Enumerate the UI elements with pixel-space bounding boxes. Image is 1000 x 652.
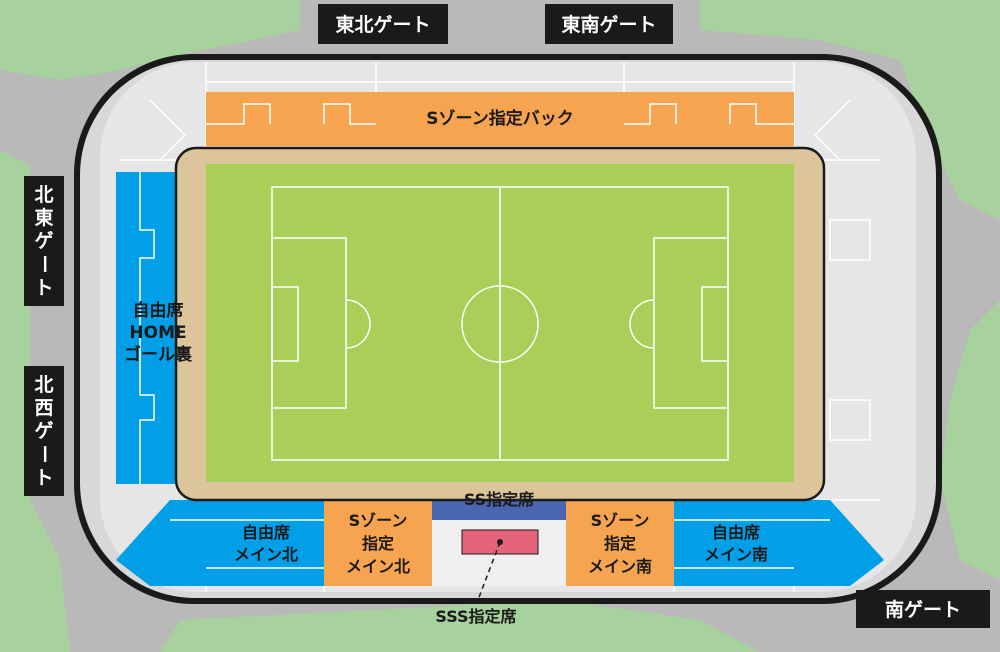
gate-northeast-top-label: 東北ゲート [335, 13, 430, 36]
svg-text:北: 北 [34, 374, 53, 396]
greenery-bottom [160, 600, 760, 652]
back-stand[interactable] [206, 92, 794, 146]
main-north-corner-block[interactable] [116, 500, 206, 586]
svg-text:ゲ: ゲ [34, 230, 53, 252]
ss-block[interactable] [432, 500, 566, 520]
s-zone-main-south-label-2: 指定 [604, 534, 636, 553]
gate-north-west-left-label: 北 西 ゲ ー ト [33, 374, 55, 489]
back-stand-block[interactable] [206, 92, 794, 146]
home-goal-label-2: HOME [129, 323, 186, 343]
gate-southeast-top-label: 東南ゲート [561, 13, 656, 36]
sss-leader-dot [497, 539, 503, 545]
main-north-free-label-2: メイン北 [234, 545, 298, 564]
gates: 東北ゲート 東南ゲート 北 東 ゲ ー ト 北 西 ゲ ー ト 南ゲート [24, 4, 990, 628]
main-north-free-block[interactable] [206, 500, 324, 586]
s-zone-main-south-label-1: Sゾーン [591, 511, 650, 530]
greenery-left [0, 150, 70, 652]
sss-leader-line [477, 541, 501, 601]
gate-north-east-left-box[interactable] [24, 176, 64, 306]
sss-label: SSS指定席 [435, 607, 516, 626]
home-goal-label-1: 自由席 [133, 300, 184, 321]
svg-text:ー: ー [33, 254, 55, 273]
main-south-free-label-1: 自由席 [712, 523, 760, 542]
s-zone-main-north-label-2: 指定 [362, 534, 394, 553]
home-goal-label-3: ゴール裏 [124, 344, 193, 365]
svg-text:東: 東 [34, 206, 53, 229]
back-stand-pattern [206, 103, 794, 125]
svg-text:ト: ト [34, 467, 53, 489]
ss-label: SS指定席 [464, 490, 534, 509]
svg-text:西: 西 [34, 397, 53, 419]
home-goal-stand[interactable] [116, 172, 176, 484]
svg-text:ー: ー [33, 444, 55, 463]
s-zone-main-south-block[interactable] [566, 500, 674, 586]
main-south-free-label-2: メイン南 [704, 545, 768, 564]
gate-north-west-left-box[interactable] [24, 366, 64, 496]
gate-southeast-top-box[interactable] [545, 4, 673, 44]
s-zone-main-north-block[interactable] [324, 500, 432, 586]
section-labels: Sゾーン指定バック 自由席 HOME ゴール裏 自由席 メイン北 Sゾーン 指定… [124, 108, 768, 626]
greenery-top-right [700, 0, 1000, 220]
gate-north-east-left-label: 北 東 ゲ ー ト [33, 184, 55, 299]
main-north-free-label-1: 自由席 [242, 523, 290, 542]
main-south-corner-block[interactable] [794, 500, 884, 586]
gate-south-label: 南ゲート [885, 599, 961, 621]
gate-south-box[interactable] [856, 590, 990, 628]
back-label: Sゾーン指定バック [426, 108, 573, 129]
svg-text:ゲ: ゲ [34, 420, 53, 442]
s-zone-main-north-label-1: Sゾーン [349, 511, 408, 530]
gate-northeast-top-box[interactable] [318, 4, 448, 44]
pitch-markings [271, 186, 729, 461]
greenery-right [940, 300, 1000, 580]
s-zone-main-north-label-3: メイン北 [346, 557, 410, 576]
main-stand-pattern [170, 519, 830, 569]
main-stand[interactable] [116, 500, 884, 601]
main-south-free-block[interactable] [674, 500, 794, 586]
home-goal-pattern [139, 172, 155, 484]
greenery-top-left [0, 0, 300, 80]
svg-text:北: 北 [34, 184, 53, 206]
home-goal-block[interactable] [116, 172, 176, 484]
s-zone-main-south-label-3: メイン南 [588, 557, 652, 576]
svg-text:ト: ト [34, 277, 53, 299]
